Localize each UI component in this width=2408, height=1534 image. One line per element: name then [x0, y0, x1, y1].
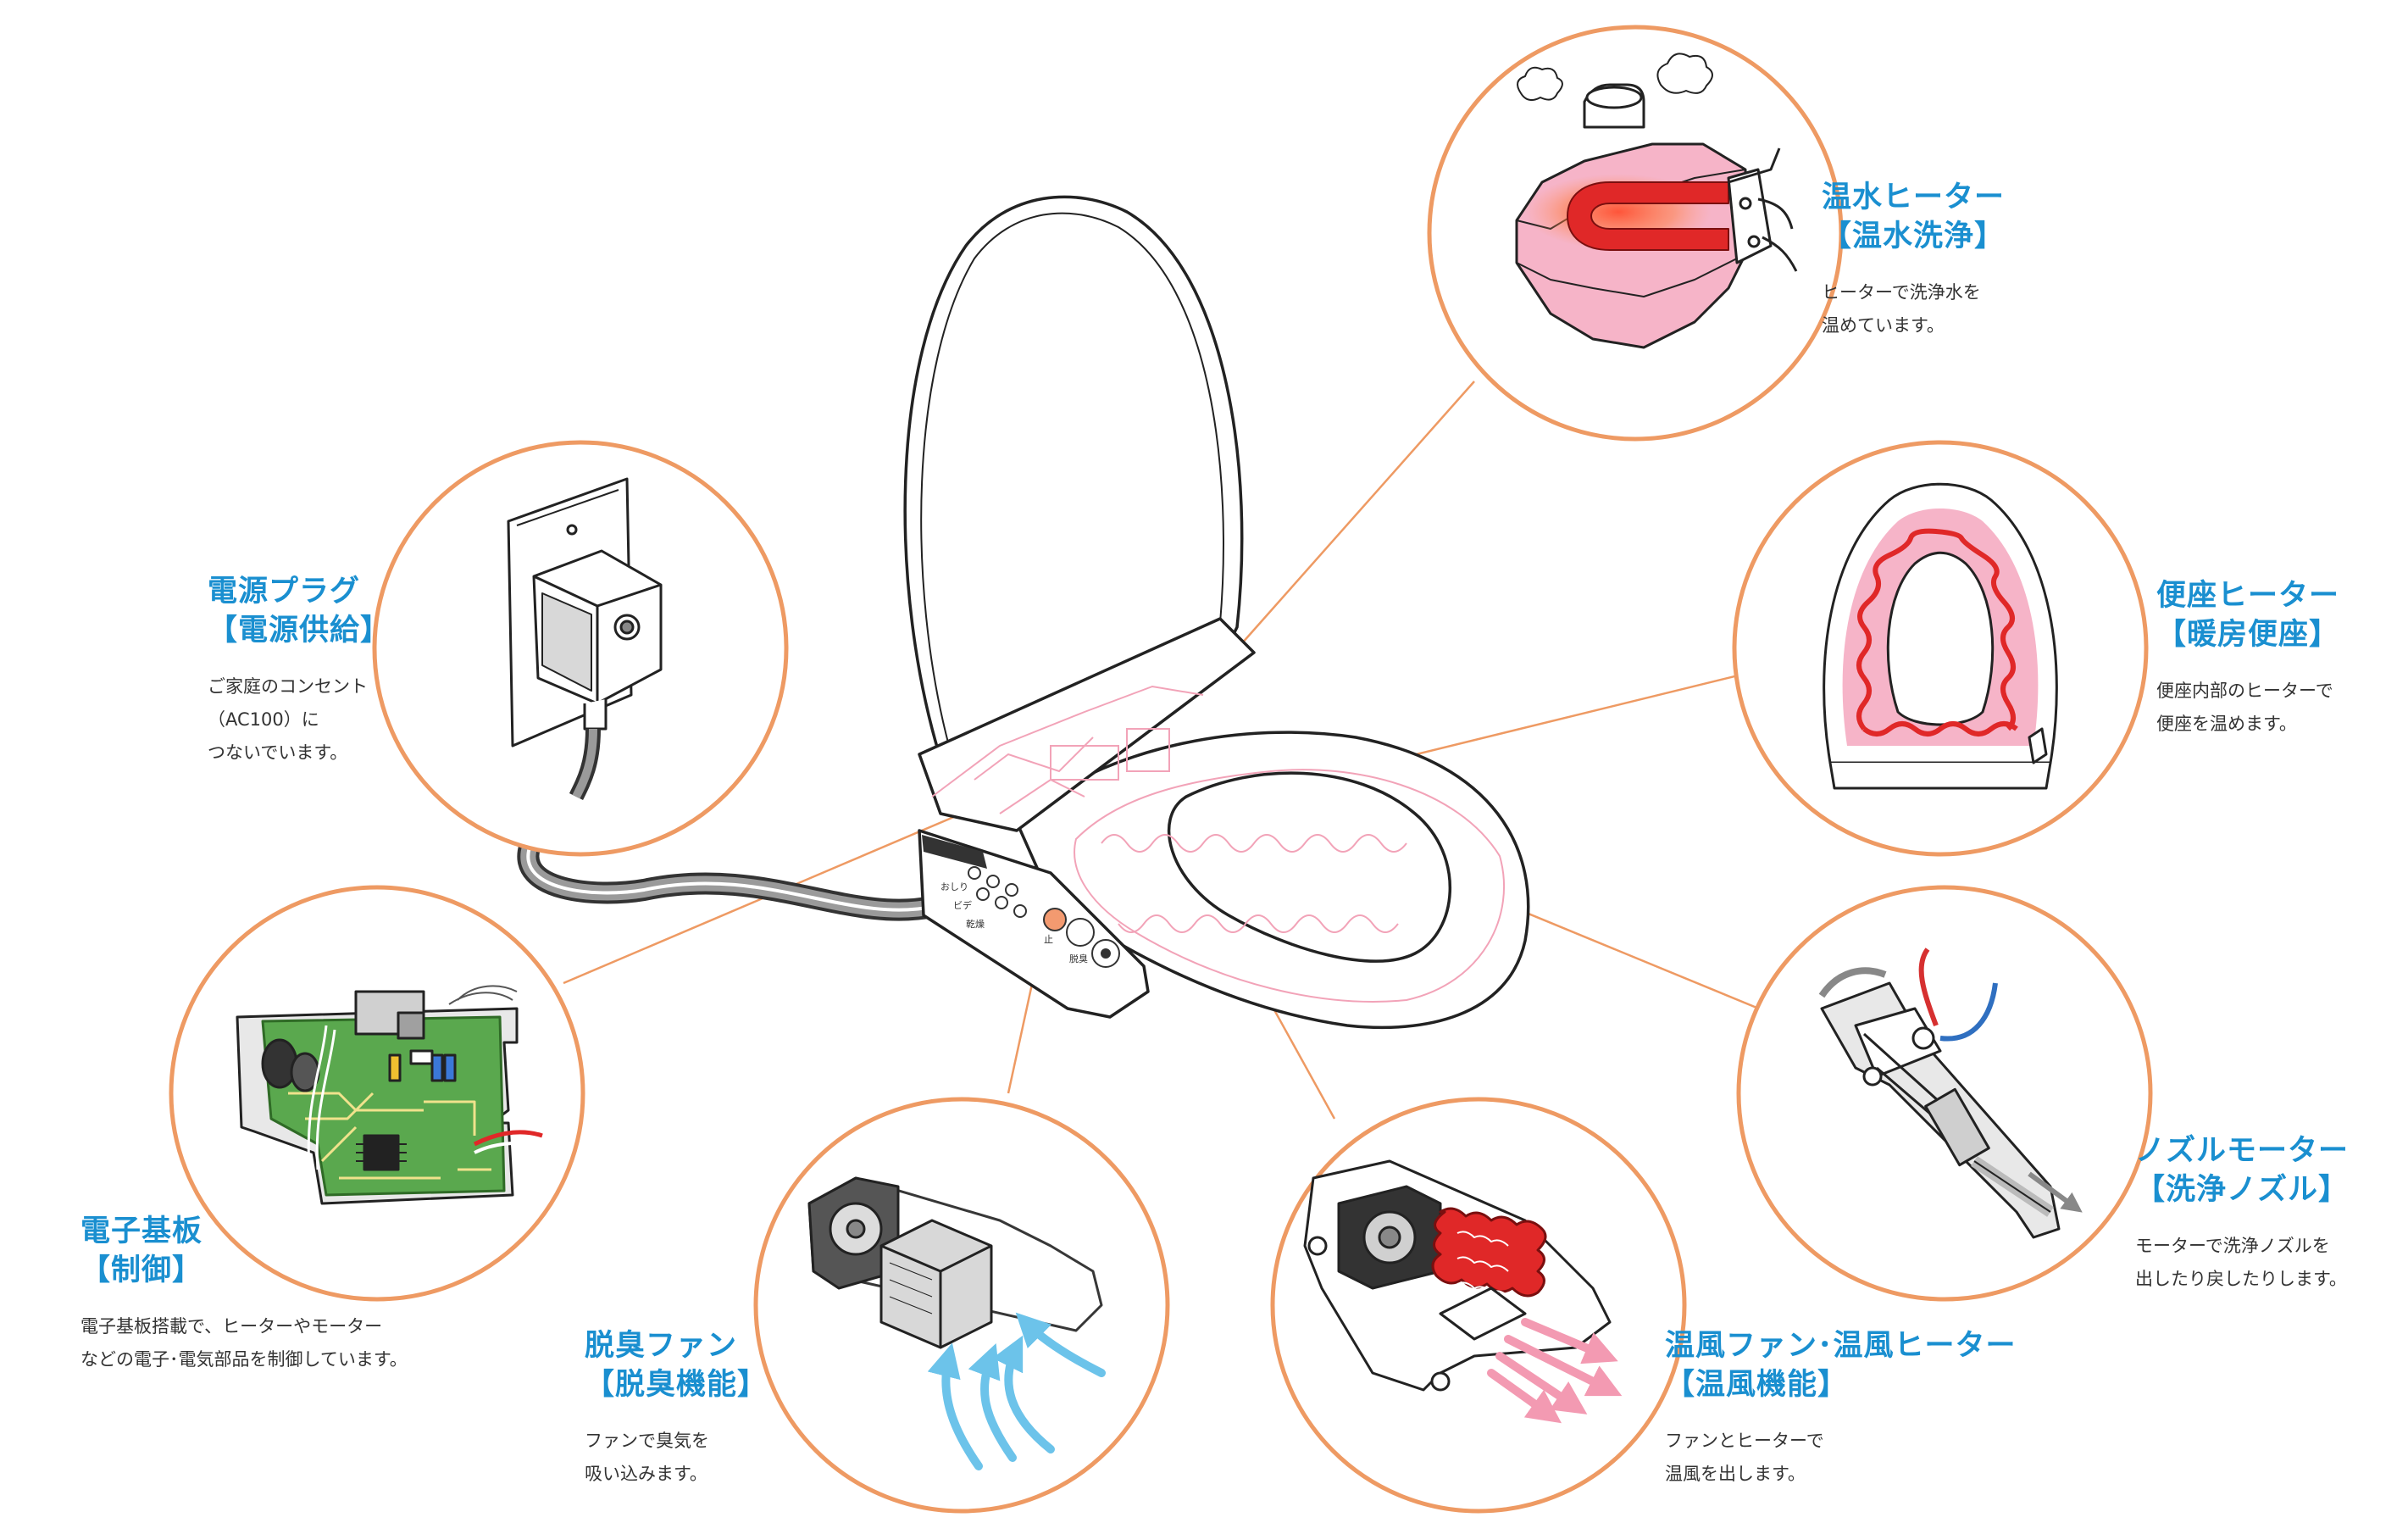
description-line: ヒーターで洗浄水を [1822, 282, 1981, 303]
power-plug-icon [507, 477, 663, 801]
panel-button [968, 866, 981, 880]
circuit-board-icon [236, 985, 543, 1205]
warm-air-title: 温風ファン･温風ヒーター 【温風機能】 [1665, 1326, 2017, 1404]
nozzle-motor-title-line1: ノズルモーター [2135, 1134, 2350, 1168]
circuit-board-title-line1: 電子基板 [80, 1214, 203, 1248]
panel-button-stop [1043, 908, 1067, 931]
seat-heater-icon [1823, 482, 2058, 790]
internal-heater-wiring [931, 685, 1505, 1003]
panel-button [986, 875, 1000, 888]
warm-airflow-arrows [1487, 1318, 1623, 1424]
water-heater-title-line2: 【温水洗浄】 [1822, 220, 2006, 253]
warm-air-fan-heater-icon [1303, 1159, 1612, 1392]
description-line: モーターで洗浄ノズルを [2135, 1236, 2330, 1256]
nozzle-motor-title: ノズルモーター 【洗浄ノズル】 [2135, 1131, 2349, 1209]
description-line: ファンで臭気を [585, 1431, 709, 1451]
panel-button-labels: 止 おしり ビデ 乾燥 脱臭 [940, 881, 1088, 964]
control-panel-buttons [968, 866, 1120, 968]
warm-air-description: ファンとヒーターで 温風を出します。 [1665, 1425, 2017, 1491]
control-panel-stripe [922, 835, 987, 869]
panel-button [976, 887, 990, 901]
nozzle-motor-title-line2: 【洗浄ノズル】 [2135, 1173, 2350, 1207]
description-line: つないでいます。 [208, 742, 348, 763]
leader-line-water-heater [1240, 381, 1475, 645]
seat-heater-title-line1: 便座ヒーター [2156, 579, 2340, 613]
panel-label-bidet: ビデ [953, 899, 972, 911]
label-seat-heater: 便座ヒーター 【暖房便座】 便座内部のヒーターで 便座を温めます。 [2156, 576, 2339, 741]
panel-label-deodor: 脱臭 [1069, 953, 1088, 964]
seat-heater-description: 便座内部のヒーターで 便座を温めます。 [2156, 675, 2339, 741]
toilet-base-unit [918, 617, 1256, 832]
water-heater-description: ヒーターで洗浄水を 温めています。 [1822, 276, 2005, 342]
circuit-board-description: 電子基板搭載で、ヒーターやモーター などの電子･電気部品を制御しています。 [80, 1310, 408, 1376]
label-deodorizer-fan: 脱臭ファン 【脱臭機能】 ファンで臭気を 吸い込みます。 [585, 1326, 768, 1491]
label-power-plug: 電源プラグ 【電源供給】 ご家庭のコンセント （AC100）に つないでいます。 [208, 572, 391, 770]
label-circuit-board: 電子基板 【制御】 電子基板搭載で、ヒーターやモーター などの電子･電気部品を制… [80, 1212, 408, 1376]
panel-button-dot [1101, 948, 1111, 959]
toilet-seat-illustration [903, 195, 1530, 1030]
deodorizer-fan-icon [807, 1176, 1103, 1349]
circuit-board-title-line2: 【制御】 [80, 1253, 203, 1287]
panel-label-oshiri: おしり [940, 881, 968, 892]
description-line: ファンとヒーターで [1665, 1431, 1824, 1451]
deodorizer-fan-title: 脱臭ファン 【脱臭機能】 [585, 1326, 768, 1404]
description-line: ご家庭のコンセント [208, 676, 368, 697]
description-line: などの電子･電気部品を制御しています。 [80, 1349, 408, 1370]
description-line: （AC100）に [208, 709, 319, 730]
description-line: 温風を出します。 [1665, 1464, 1806, 1484]
label-water-heater: 温水ヒーター 【温水洗浄】 ヒーターで洗浄水を 温めています。 [1822, 178, 2005, 342]
description-line: 出したり戻したりします。 [2135, 1269, 2347, 1289]
water-heater-title: 温水ヒーター 【温水洗浄】 [1822, 178, 2005, 256]
deodorizer-airflow-arrows [927, 1312, 1106, 1470]
circuit-board-title: 電子基板 【制御】 [80, 1212, 408, 1290]
deodorizer-fan-title-line2: 【脱臭機能】 [585, 1368, 768, 1402]
panel-button [1005, 883, 1018, 897]
power-plug-title-line2: 【電源供給】 [208, 614, 391, 648]
description-line: 電子基板搭載で、ヒーターやモーター [80, 1316, 383, 1337]
power-plug-description: ご家庭のコンセント （AC100）に つないでいます。 [208, 670, 391, 770]
deodorizer-fan-description: ファンで臭気を 吸い込みます。 [585, 1425, 768, 1491]
nozzle-motor-description: モーターで洗浄ノズルを 出したり戻したりします。 [2135, 1230, 2349, 1296]
toilet-seat-hole [1167, 771, 1452, 963]
toilet-lid [903, 195, 1244, 790]
panel-button [995, 896, 1008, 909]
panel-label-dry: 乾燥 [966, 919, 985, 930]
water-tank-heater-icon [1515, 53, 1798, 349]
water-heater-title-line1: 温水ヒーター [1822, 181, 2006, 214]
power-plug-title-line1: 電源プラグ [208, 575, 361, 609]
seat-heater-title: 便座ヒーター 【暖房便座】 [2156, 576, 2339, 654]
warm-air-title-line2: 【温風機能】 [1665, 1368, 1849, 1402]
label-nozzle-motor: ノズルモーター 【洗浄ノズル】 モーターで洗浄ノズルを 出したり戻したりします。 [2135, 1131, 2349, 1296]
seat-heater-title-line2: 【暖房便座】 [2156, 618, 2340, 652]
warm-air-title-line1: 温風ファン･温風ヒーター [1665, 1329, 2017, 1363]
panel-button-large [1066, 918, 1095, 947]
nozzle-motor-icon [1818, 948, 2083, 1239]
deodorizer-fan-title-line1: 脱臭ファン [585, 1329, 738, 1363]
description-line: 吸い込みます。 [585, 1464, 707, 1484]
power-plug-title: 電源プラグ 【電源供給】 [208, 572, 391, 650]
panel-button [1013, 904, 1027, 918]
description-line: 温めています。 [1822, 315, 1945, 336]
description-line: 便座を温めます。 [2156, 714, 2297, 734]
toilet-lid-inner [920, 212, 1224, 747]
description-line: 便座内部のヒーターで [2156, 681, 2333, 701]
label-warm-air: 温風ファン･温風ヒーター 【温風機能】 ファンとヒーターで 温風を出します。 [1665, 1326, 2017, 1491]
panel-label-stop: 止 [1044, 934, 1053, 945]
